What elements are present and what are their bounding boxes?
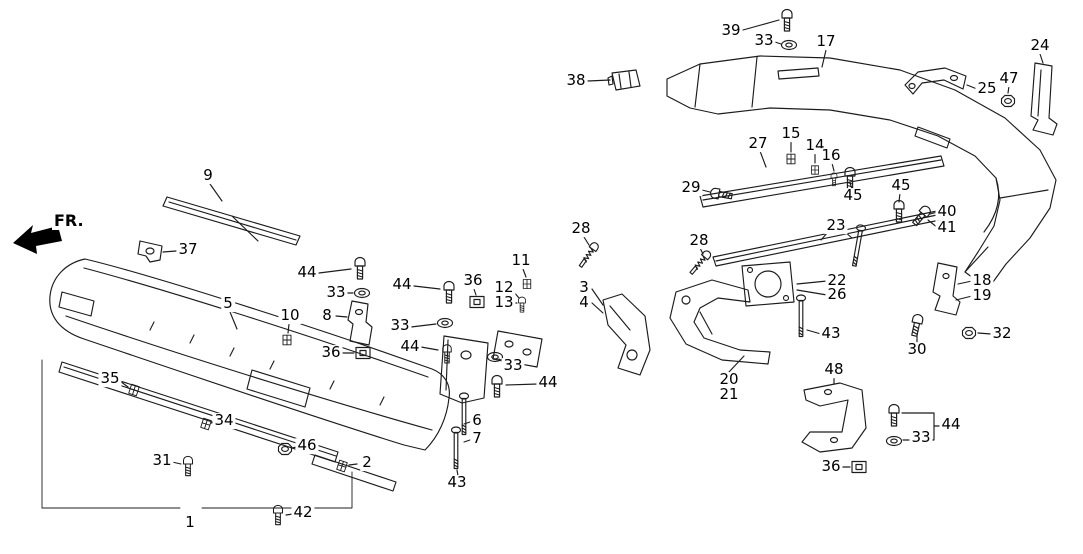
part-label-4: 4 <box>577 293 591 312</box>
part-17-rear-bumper <box>666 55 1057 290</box>
part-label-16: 16 <box>819 146 843 165</box>
part-label-13: 13 <box>492 293 516 312</box>
part-label-47: 47 <box>997 69 1021 88</box>
front-stay-base-bracket <box>439 330 543 404</box>
part-label-22: 22 <box>825 271 849 290</box>
part-label-19: 19 <box>970 286 994 305</box>
part-27-beam <box>699 155 945 208</box>
part-25-bracket <box>904 67 967 95</box>
part-23-beam <box>712 210 941 267</box>
fr-label: FR. <box>52 211 86 230</box>
part-label-11: 11 <box>509 251 533 270</box>
fr-arrow-icon <box>13 225 62 254</box>
part-label-33-2: 33 <box>388 316 412 335</box>
part-3-4-stay-bracket <box>602 293 651 376</box>
part-label-33: 33 <box>324 283 348 302</box>
part-label-44: 44 <box>295 263 319 282</box>
part-label-37: 37 <box>176 240 200 259</box>
part-label-48: 48 <box>822 360 846 379</box>
part-label-45-2: 45 <box>889 176 913 195</box>
part-label-24: 24 <box>1028 36 1052 55</box>
part-label-38: 38 <box>564 71 588 90</box>
part-label-28: 28 <box>569 219 593 238</box>
part-label-15: 15 <box>779 124 803 143</box>
part-label-33-5: 33 <box>909 428 933 447</box>
part-label-1: 1 <box>183 513 197 532</box>
part-label-28-2: 28 <box>687 231 711 250</box>
part-48-bracket <box>801 382 867 453</box>
part-24-bracket <box>1030 62 1058 136</box>
part-37-bracket <box>137 240 163 263</box>
part-label-45: 45 <box>841 186 865 205</box>
part-label-29: 29 <box>679 178 703 197</box>
part-label-6: 6 <box>470 411 484 430</box>
part-label-35: 35 <box>98 369 122 388</box>
part-label-3: 3 <box>577 278 591 297</box>
part-label-43: 43 <box>445 473 469 492</box>
part-label-30: 30 <box>905 340 929 359</box>
part-label-5: 5 <box>221 294 235 313</box>
part-label-39: 39 <box>719 21 743 40</box>
part-18-19-bracket <box>932 262 961 316</box>
part-22-26-stay-plate <box>741 261 795 307</box>
part-label-27: 27 <box>746 134 770 153</box>
part-label-34: 34 <box>212 411 236 430</box>
part-label-44-3: 44 <box>398 337 422 356</box>
part-label-18: 18 <box>970 271 994 290</box>
part-label-21: 21 <box>717 385 741 404</box>
part-label-43-2: 43 <box>819 324 843 343</box>
part-label-8: 8 <box>320 306 334 325</box>
part-label-26: 26 <box>825 285 849 304</box>
part-label-33-3: 33 <box>501 356 525 375</box>
part-label-44-4: 44 <box>536 373 560 392</box>
part-label-17: 17 <box>814 32 838 51</box>
part-label-41: 41 <box>935 218 959 237</box>
part-8-bracket <box>347 300 373 346</box>
part-20-21-stay <box>669 279 771 365</box>
part-label-36-3: 36 <box>819 457 843 476</box>
part-label-36: 36 <box>319 343 343 362</box>
part-label-42: 42 <box>291 503 315 522</box>
part-label-46: 46 <box>295 436 319 455</box>
part-38-clip <box>607 69 641 91</box>
part-label-31: 31 <box>150 451 174 470</box>
part-label-10: 10 <box>278 306 302 325</box>
part-label-44-5: 44 <box>939 415 963 434</box>
part-label-23: 23 <box>824 216 848 235</box>
part-label-40: 40 <box>935 202 959 221</box>
part-label-32: 32 <box>990 324 1014 343</box>
part-label-9: 9 <box>201 166 215 185</box>
part-label-7: 7 <box>470 429 484 448</box>
part-9-molding <box>162 196 301 246</box>
part-label-2: 2 <box>360 453 374 472</box>
part-label-25: 25 <box>975 79 999 98</box>
part-label-36-2: 36 <box>461 271 485 290</box>
part-label-20: 20 <box>717 370 741 389</box>
part-label-12: 12 <box>492 278 516 297</box>
part-label-44-2: 44 <box>390 275 414 294</box>
part-label-33-4: 33 <box>752 31 776 50</box>
